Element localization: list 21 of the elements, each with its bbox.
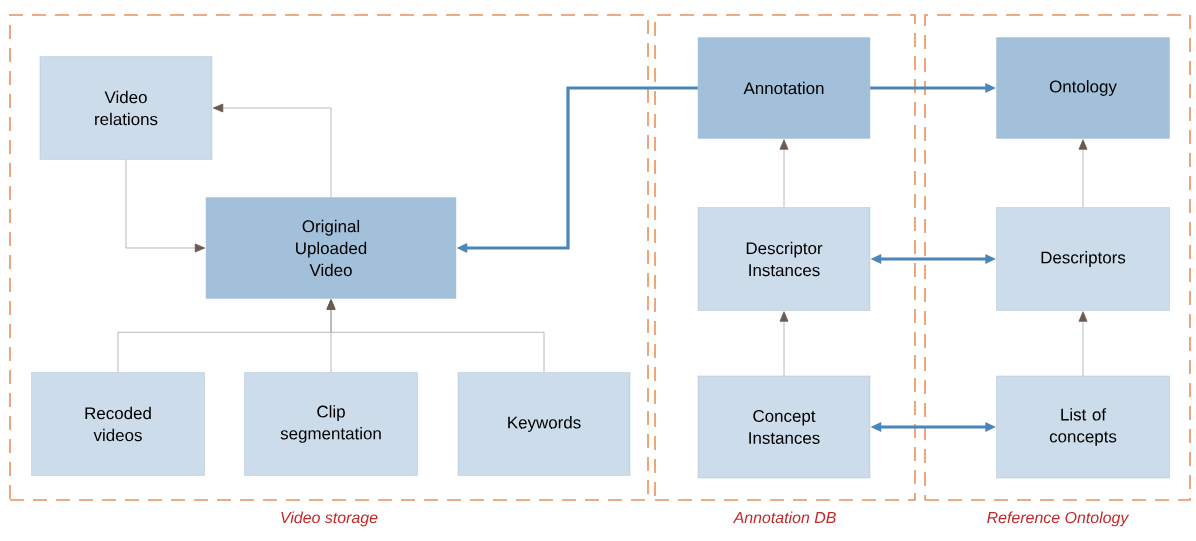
process-box: Recoded videos: [31, 372, 205, 476]
process-box: Keywords: [457, 372, 631, 476]
process-box: List of concepts: [996, 375, 1170, 479]
node-label: Video storage: [281, 511, 378, 527]
node-label: Reference Ontology: [987, 511, 1130, 527]
arrow: [1078, 139, 1088, 208]
arrow: [326, 299, 545, 373]
process-box: Clip segmentation: [244, 372, 418, 476]
arrow: [1078, 311, 1088, 377]
arrow: [779, 139, 789, 208]
arrow: [779, 311, 789, 377]
arrow: [212, 103, 332, 198]
process-box: Concept Instances: [697, 375, 871, 479]
process-box: Ontology: [996, 37, 1170, 139]
process-box: Descriptor Instances: [697, 207, 871, 311]
node-label: Annotation DB: [732, 511, 836, 524]
process-box: Annotation: [697, 37, 871, 139]
process-box: Original Uploaded Video: [205, 197, 457, 299]
arrow: [125, 159, 206, 253]
process-box: Descriptors: [996, 207, 1170, 311]
process-box: Video relations: [39, 56, 213, 160]
